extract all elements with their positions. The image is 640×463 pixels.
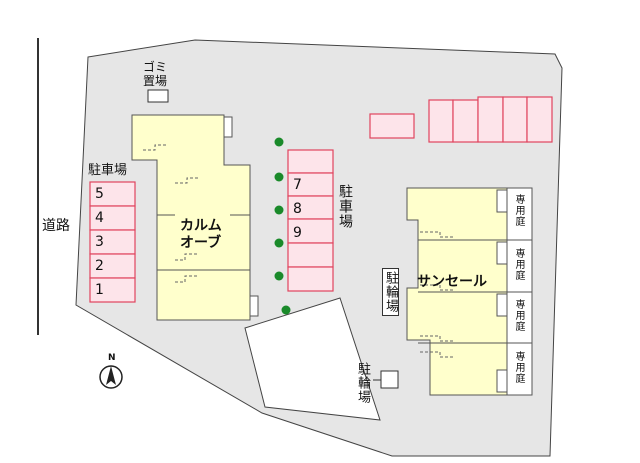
garbage-box [147, 89, 169, 103]
adjacent-lot [244, 297, 381, 421]
bike-parking-2-box [380, 370, 399, 389]
trees [274, 137, 291, 315]
building-west-name-line2: オーブ [180, 235, 222, 251]
parking-top-right-spaces [369, 96, 553, 143]
parking-space-7: 7 [293, 177, 302, 193]
road-label: 道路 [42, 218, 70, 234]
bike-parking-1-label: 駐輪場 [382, 268, 399, 316]
private-garden-3: 専用庭 [513, 299, 524, 332]
garbage-label-line1: ゴミ [143, 60, 168, 74]
building-west-name-line1: カルム [180, 218, 222, 234]
private-garden-4: 専用庭 [513, 351, 524, 384]
garbage-label-line2: 置場 [143, 74, 168, 88]
private-garden-2: 専用庭 [513, 248, 524, 281]
private-garden-1: 専用庭 [513, 194, 524, 227]
parking-space-8: 8 [293, 201, 302, 217]
building-east-shape [406, 187, 533, 396]
parking-left-spaces [89, 181, 136, 303]
parking-center-spaces [287, 149, 334, 292]
parking-space-5: 5 [95, 186, 104, 202]
building-west-shape [131, 114, 259, 321]
parking-left-label: 駐車場 [88, 163, 128, 178]
parking-space-4: 4 [95, 210, 104, 226]
parking-space-1: 1 [95, 282, 104, 298]
parking-space-3: 3 [95, 234, 104, 250]
compass-icon [99, 365, 123, 389]
compass-north-label: N [108, 353, 116, 363]
parking-space-2: 2 [95, 258, 104, 274]
parking-space-9: 9 [293, 225, 302, 241]
building-east-name: サンセール [417, 274, 487, 290]
parking-center-label: 駐車場 [337, 184, 353, 229]
bike-parking-2-label: 駐輪場 [355, 362, 370, 404]
